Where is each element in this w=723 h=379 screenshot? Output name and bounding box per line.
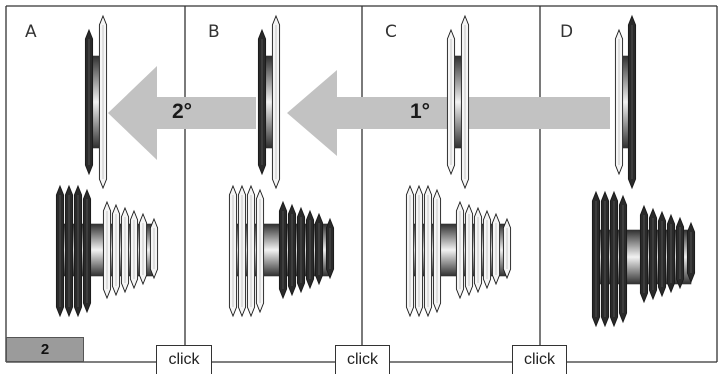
arrow-first-label: 1° [410, 100, 431, 123]
cogs-layer [55, 14, 696, 328]
page-number-badge: 2 [6, 337, 84, 362]
arrow-second-label: 2° [172, 100, 193, 123]
click-button-1[interactable]: click [156, 345, 212, 374]
panel-letter-b: B [208, 22, 220, 42]
panel-letter-a: A [25, 22, 37, 42]
panel-letter-d: D [560, 22, 574, 42]
arrow-second [108, 66, 256, 160]
click-button-3[interactable]: click [512, 345, 567, 374]
panel-letter-c: C [385, 22, 397, 42]
click-button-2[interactable]: click [335, 345, 390, 374]
